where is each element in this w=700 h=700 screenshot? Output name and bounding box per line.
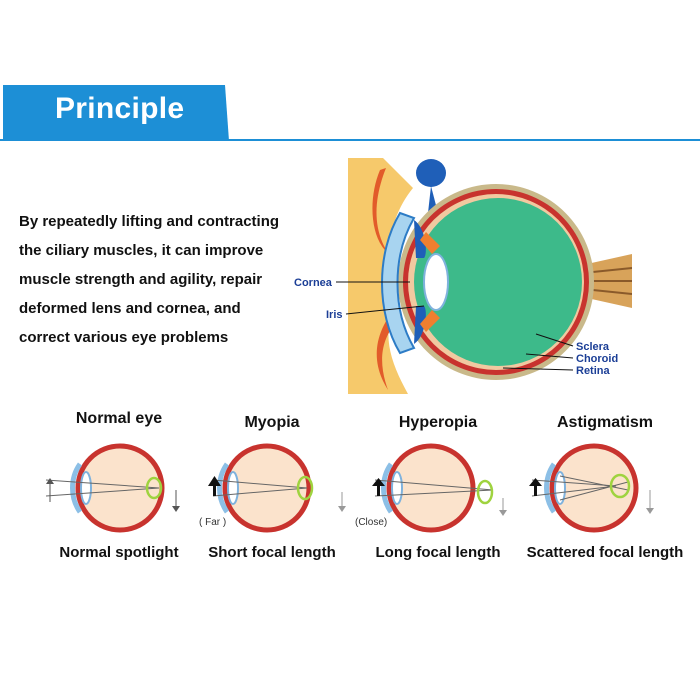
section-title: Principle [55, 92, 185, 125]
iris-label: Iris [326, 309, 343, 321]
condition-caption: Normal spotlight [59, 544, 179, 561]
myopia-eye-diagram [208, 443, 346, 533]
banner-underline [0, 139, 700, 141]
close-tag: (Close) [355, 517, 388, 528]
description-line: muscle strength and agility, repair [19, 271, 263, 288]
ciliary-body-lower [420, 310, 440, 332]
sclera-label: Sclera [576, 341, 610, 353]
hyperopia-eye-diagram [372, 443, 507, 533]
condition-panel-astigmatism: Astigmatism Scattered focal length [520, 408, 690, 568]
eye-anatomy-diagram: Cornea Iris Sclera Choroid Retina [294, 158, 632, 394]
choroid-label: Choroid [576, 353, 618, 365]
ciliary-body-upper [420, 232, 440, 254]
sclera-leader [535, 333, 574, 347]
condition-panel-myopia: Myopia ( Far ) Short focal length [187, 408, 357, 568]
normal-eye-diagram [45, 443, 180, 533]
principle-description: By repeatedly lifting and contracting th… [19, 207, 319, 352]
description-line: deformed lens and cornea, and [19, 300, 241, 317]
condition-panel-normal: Normal eye Normal spotlight [34, 408, 204, 568]
banner-tab: Principle [3, 85, 229, 141]
condition-caption: Long focal length [375, 544, 501, 561]
iris-leader [345, 305, 425, 315]
upper-lid-muscle [372, 168, 388, 253]
condition-panel-hyperopia: Hyperopia (Close) Long focal length [353, 408, 523, 568]
astigmatism-eye-diagram [529, 443, 654, 533]
section-banner: Principle [0, 85, 700, 143]
choroid-leader [525, 353, 574, 359]
condition-title: Normal eye [75, 410, 163, 427]
lacrimal-gland [416, 159, 446, 187]
far-tag: ( Far ) [199, 517, 227, 528]
condition-title: Hyperopia [398, 414, 478, 431]
condition-caption: Short focal length [208, 544, 336, 561]
cornea-label: Cornea [294, 277, 333, 289]
description-line: By repeatedly lifting and contracting [19, 213, 280, 230]
condition-caption: Scattered focal length [526, 544, 684, 561]
iris-lower [414, 306, 426, 344]
iris-upper [414, 220, 426, 258]
description-line: the ciliary muscles, it can improve [19, 242, 264, 259]
description-line: correct various eye problems [19, 329, 229, 346]
vitreous-body [414, 198, 582, 366]
lower-lid-muscle [376, 318, 396, 390]
condition-title: Myopia [244, 414, 300, 431]
retina-label: Retina [576, 365, 611, 377]
cornea [381, 211, 416, 355]
eyelid-skin [348, 158, 413, 394]
retina-leader [502, 367, 574, 371]
lens [423, 253, 449, 311]
condition-title: Astigmatism [556, 414, 654, 431]
